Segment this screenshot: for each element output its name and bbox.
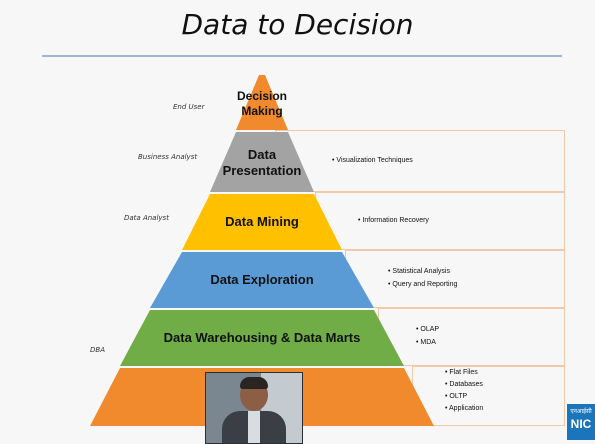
data-presentation-line2: Presentation (222, 163, 302, 178)
sources-bullets: Flat Files Databases OLTP Application (445, 367, 483, 415)
pyramid-level-mining (182, 194, 342, 250)
bullet-item: Statistical Analysis (388, 265, 457, 278)
bullet-item: OLTP (445, 391, 483, 403)
bullet-item: OLAP (416, 323, 439, 336)
bullet-item: Visualization Techniques (332, 154, 412, 167)
presentation-bullets: Visualization Techniques (332, 154, 412, 167)
pyramid-level-decision (236, 75, 288, 130)
presenter-video[interactable] (205, 372, 303, 444)
data-exploration-label: Data Exploration (210, 272, 314, 287)
presenter-shirt (248, 411, 260, 443)
role-dba: DBA (90, 346, 105, 354)
bullet-item: Databases (445, 379, 483, 391)
bullet-item: Information Recovery (358, 214, 429, 227)
bullet-item: Query and Reporting (388, 278, 457, 291)
bullet-item: Application (445, 403, 483, 415)
bullet-item: MDA (416, 336, 439, 349)
nic-logo: एनआईसी NIC (567, 404, 595, 440)
slide-title: Data to Decision (181, 8, 414, 41)
nic-logo-small-text: एनआईसी (570, 409, 592, 415)
data-mining-label: Data Mining (225, 214, 299, 229)
role-business-analyst: Business Analyst (138, 153, 198, 161)
pyramid-level-warehousing (120, 310, 404, 366)
presenter-hair (240, 377, 268, 389)
warehousing-bullets: OLAP MDA (416, 323, 439, 349)
role-data-analyst: Data Analyst (124, 214, 169, 222)
data-warehousing-label: Data Warehousing & Data Marts (163, 330, 361, 345)
nic-logo-text: NIC (570, 417, 592, 431)
pyramid-level-presentation (210, 132, 314, 192)
mining-bullets: Information Recovery (358, 214, 429, 227)
exploration-bullets: Statistical Analysis Query and Reporting (388, 265, 457, 291)
decision-making-line2: Making (241, 104, 283, 118)
data-presentation-label: Data Presentation (212, 147, 312, 179)
decision-making-line1: Decision (236, 89, 287, 103)
bullet-item: Flat Files (445, 367, 483, 379)
data-presentation-line1: Data (247, 147, 277, 162)
title-divider (42, 55, 562, 57)
role-end-user: End User (173, 103, 205, 111)
pyramid-level-exploration (150, 252, 374, 308)
decision-making-label: Decision Making (222, 89, 302, 119)
